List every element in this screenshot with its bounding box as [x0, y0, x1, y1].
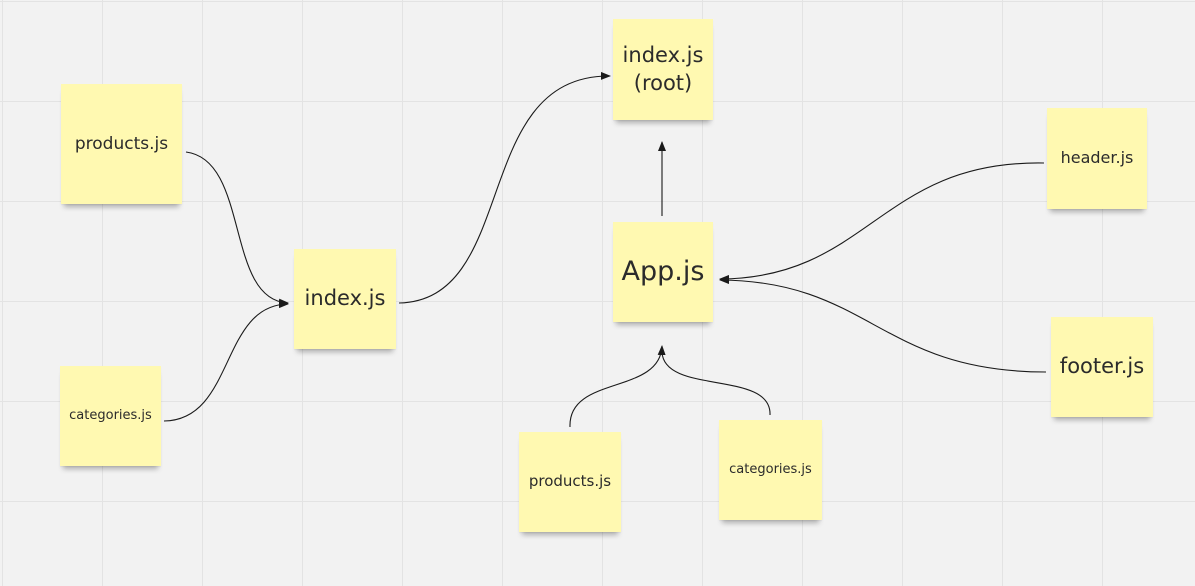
sticky-note-text: products.js [74, 133, 169, 154]
sticky-note-left-categories[interactable]: categories.js [60, 366, 161, 466]
sticky-note-text: index.js [304, 286, 386, 311]
sticky-note-text: footer.js [1059, 354, 1145, 379]
sticky-note-text: index.js [622, 43, 704, 68]
sticky-note-bottom-categories[interactable]: categories.js [719, 420, 822, 520]
sticky-note-text: categories.js [69, 407, 152, 423]
sticky-note-text: categories.js [729, 461, 812, 477]
sticky-note-text: (root) [633, 70, 693, 95]
sticky-note-left-products[interactable]: products.js [61, 84, 182, 204]
connector-products-to-index[interactable] [185, 151, 289, 307]
sticky-note-text: App.js [621, 256, 705, 288]
sticky-note-bottom-products[interactable]: products.js [519, 432, 621, 532]
connector-bottom-categories-to-app[interactable] [661, 351, 771, 416]
sticky-note-footer[interactable]: footer.js [1051, 317, 1153, 417]
connector-bottom-products-to-app[interactable] [569, 345, 666, 428]
sticky-note-text: header.js [1060, 148, 1134, 168]
sticky-note-header[interactable]: header.js [1047, 108, 1147, 209]
sticky-note-text: products.js [528, 472, 612, 491]
sticky-note-mid-index[interactable]: index.js [294, 249, 396, 349]
connector-index-to-root[interactable] [398, 71, 611, 304]
sticky-note-root-index[interactable]: index.js (root) [613, 19, 713, 120]
sticky-note-app[interactable]: App.js [613, 222, 713, 322]
connector-header-to-app[interactable] [719, 162, 1045, 283]
connector-footer-to-app[interactable] [719, 276, 1047, 373]
connector-categories-to-index[interactable] [163, 300, 289, 422]
